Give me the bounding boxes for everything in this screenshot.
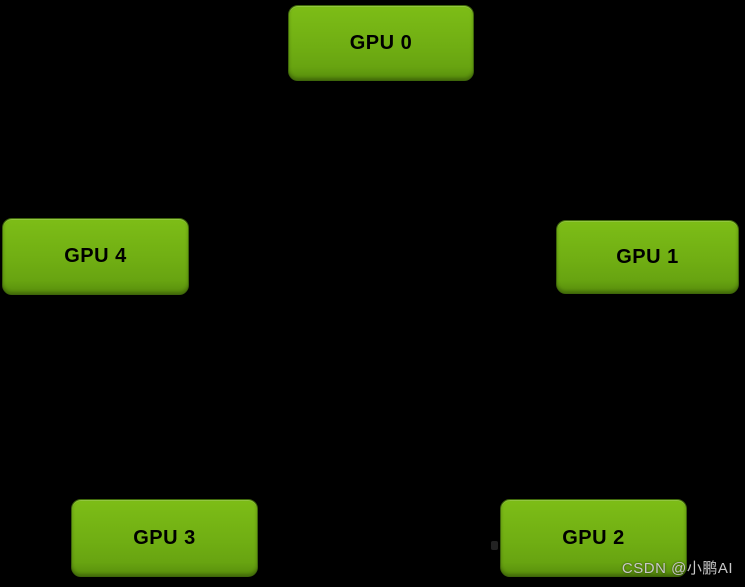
stray-mark <box>491 541 498 550</box>
gpu-node-label: GPU 2 <box>562 526 625 549</box>
gpu-node-gpu-0: GPU 0 <box>288 5 474 81</box>
watermark: CSDN @小鹏AI <box>621 560 733 577</box>
gpu-node-label: GPU 3 <box>133 526 196 549</box>
gpu-node-gpu-3: GPU 3 <box>71 499 258 577</box>
gpu-node-gpu-1: GPU 1 <box>556 220 739 294</box>
gpu-node-label: GPU 1 <box>616 245 679 268</box>
gpu-node-gpu-4: GPU 4 <box>2 218 189 295</box>
gpu-node-gpu-2: GPU 2 <box>500 499 687 577</box>
gpu-node-label: GPU 0 <box>349 31 413 54</box>
gpu-node-label: GPU 4 <box>64 245 127 267</box>
